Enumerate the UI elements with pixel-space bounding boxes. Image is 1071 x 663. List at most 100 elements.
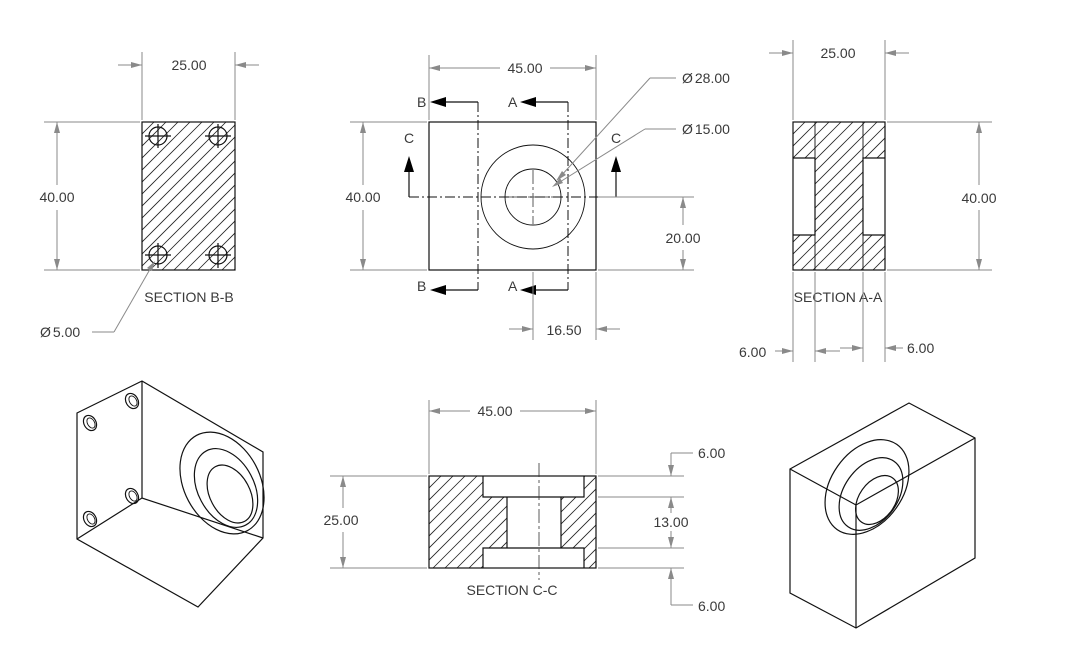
- section-cc-width-dim: 45.00: [477, 403, 512, 419]
- isometric-view-bore: [789, 402, 976, 629]
- hatch-line: [561, 476, 596, 568]
- hatch-line: [504, 476, 507, 568]
- hatch-line: [793, 122, 885, 270]
- section-aa-height-dim: 40.00: [961, 190, 996, 206]
- front-view-outline: [428, 121, 597, 271]
- svg-text:Ø28.00: Ø28.00: [682, 70, 730, 86]
- hatch-line: [793, 122, 866, 270]
- hatch-line: [565, 476, 657, 568]
- hatch-line: [576, 476, 596, 568]
- section-cc-hatching-right: [561, 476, 596, 568]
- hatch-line: [429, 476, 466, 568]
- hatch-line: [793, 122, 885, 270]
- hatch-line: [561, 476, 596, 568]
- hatch-line: [564, 476, 596, 568]
- hatch-line: [1017, 122, 1071, 270]
- hatch-line: [173, 208, 235, 270]
- section-aa-right-depth-dim: 6.00: [907, 340, 934, 356]
- hatch-line: [142, 122, 203, 183]
- cut-letter-c-left: C: [404, 130, 414, 146]
- section-bb-outline: [141, 121, 236, 271]
- hatch-line: [142, 124, 235, 219]
- front-width-dim: 45.00: [507, 60, 542, 76]
- section-cc-height-dim: 25.00: [323, 512, 358, 528]
- front-view: B B A A C C 45.00 40.00 20.00: [345, 55, 730, 340]
- diameter-symbol: Ø: [682, 70, 693, 86]
- section-aa-width-dim: 25.00: [820, 45, 855, 61]
- hatch-line: [142, 136, 235, 231]
- isometric-view-holes: [76, 380, 265, 608]
- hatch-line: [318, 122, 466, 270]
- section-aa-view: 25.00 40.00 SECTION A-A 6.00 6.00: [739, 40, 1071, 362]
- hatch-line: [149, 184, 235, 270]
- hatch-line: [793, 122, 854, 270]
- hatch-line: [209, 244, 235, 270]
- section-cc-label: SECTION C-C: [467, 582, 558, 598]
- hatch-line: [429, 476, 507, 568]
- hatch-line: [793, 122, 806, 270]
- hatch-line: [800, 122, 885, 270]
- hatch-line: [561, 476, 596, 568]
- hatch-line: [793, 122, 830, 270]
- hatch-line: [793, 122, 885, 270]
- section-bb-label: SECTION B-B: [144, 289, 233, 305]
- hatch-line: [366, 122, 514, 270]
- section-cc-top-dim: 6.00: [698, 445, 725, 461]
- hatch-line: [836, 122, 885, 270]
- section-cc-hatching-left: [429, 476, 657, 568]
- section-aa-outline: [792, 121, 886, 271]
- hatch-line: [142, 122, 191, 171]
- hatch-line: [142, 122, 227, 207]
- hatch-line: [142, 148, 235, 243]
- hatch-line: [429, 476, 502, 568]
- hatch-line: [824, 122, 885, 270]
- hatch-line: [142, 122, 155, 135]
- front-height-dim: 40.00: [345, 189, 380, 205]
- hatch-line: [872, 122, 885, 270]
- cut-letter-c-right: C: [611, 130, 621, 146]
- hatch-line: [793, 122, 842, 270]
- hatch-line: [1005, 122, 1071, 270]
- section-cc-middle-dim: 13.00: [653, 514, 688, 530]
- hatch-line: [561, 476, 596, 568]
- hatch-line: [258, 122, 406, 270]
- svg-text:Ø5.00: Ø5.00: [40, 324, 80, 340]
- hatch-line: [561, 476, 574, 568]
- front-center-height-dim: 20.00: [665, 230, 700, 246]
- hatch-line: [197, 232, 235, 270]
- hatch-line: [793, 122, 818, 270]
- hatch-line: [553, 476, 645, 568]
- hatch-line: [812, 122, 885, 270]
- hatch-line: [884, 122, 885, 270]
- hatch-line: [993, 122, 1071, 270]
- hatch-line: [429, 476, 478, 568]
- hatch-line: [456, 476, 507, 568]
- hatch-line: [161, 196, 235, 270]
- hatch-line: [793, 122, 794, 270]
- section-cc-view: 45.00 25.00 6.00 13.00 6.00 SECTION C-C: [323, 400, 725, 614]
- hatch-line: [793, 122, 878, 270]
- hatch-line: [432, 476, 507, 568]
- front-outer-bore-dim: 28.00: [695, 70, 730, 86]
- hatch-line: [933, 122, 1071, 270]
- hatch-line: [270, 122, 418, 270]
- hatch-line: [378, 122, 526, 270]
- section-bb-holes: [145, 124, 231, 268]
- hatch-line: [1029, 122, 1071, 270]
- section-aa-left-depth-dim: 6.00: [739, 344, 766, 360]
- hatch-line: [142, 122, 215, 195]
- diameter-symbol: Ø: [682, 121, 693, 137]
- hatch-line: [429, 476, 454, 568]
- hatch-line: [444, 476, 507, 568]
- section-bb-hatching: [142, 122, 526, 270]
- front-center-offset-dim: 16.50: [546, 322, 581, 338]
- cut-letter-a-bottom: A: [508, 278, 518, 294]
- cut-letter-b-bottom: B: [417, 278, 426, 294]
- hatch-line: [561, 476, 596, 568]
- hatch-line: [429, 476, 442, 568]
- svg-text:Ø15.00: Ø15.00: [682, 121, 730, 137]
- section-aa-label: SECTION A-A: [794, 289, 883, 305]
- section-cc-outline: [428, 475, 597, 569]
